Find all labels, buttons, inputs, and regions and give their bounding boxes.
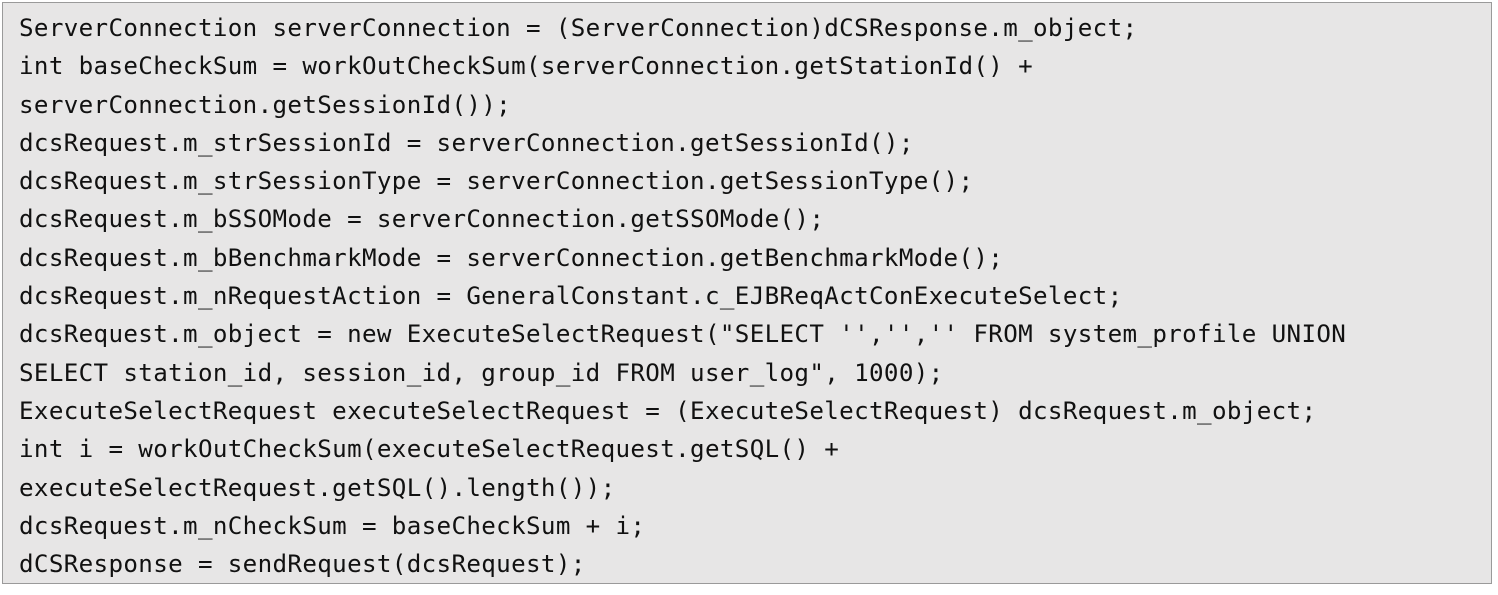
code-line: int baseCheckSum = workOutCheckSum(serve… — [19, 52, 1034, 81]
code-line: dcsRequest.m_nCheckSum = baseCheckSum + … — [19, 511, 646, 540]
code-line: dcsRequest.m_bSSOMode = serverConnection… — [19, 205, 825, 234]
code-line: executeSelectRequest.getSQL().length()); — [19, 473, 616, 502]
code-line: dcsRequest.m_strSessionId = serverConnec… — [19, 128, 914, 157]
code-line: serverConnection.getSessionId()); — [19, 90, 512, 119]
code-block: ServerConnection serverConnection = (Ser… — [2, 2, 1492, 584]
code-line: dcsRequest.m_bBenchmarkMode = serverConn… — [19, 243, 1004, 272]
code-line: dcsRequest.m_nRequestAction = GeneralCon… — [19, 282, 1123, 311]
code-line: dcsRequest.m_strSessionType = serverConn… — [19, 167, 974, 196]
code-line: int i = workOutCheckSum(executeSelectReq… — [19, 435, 840, 464]
code-line: dCSResponse = sendRequest(dcsRequest); — [19, 550, 586, 579]
code-line: SELECT station_id, session_id, group_id … — [19, 358, 944, 387]
code-line: ExecuteSelectRequest executeSelectReques… — [19, 396, 1317, 425]
code-line: dcsRequest.m_object = new ExecuteSelectR… — [19, 320, 1347, 349]
code-lines: ServerConnection serverConnection = (Ser… — [19, 9, 1346, 583]
code-line: ServerConnection serverConnection = (Ser… — [19, 14, 1138, 42]
